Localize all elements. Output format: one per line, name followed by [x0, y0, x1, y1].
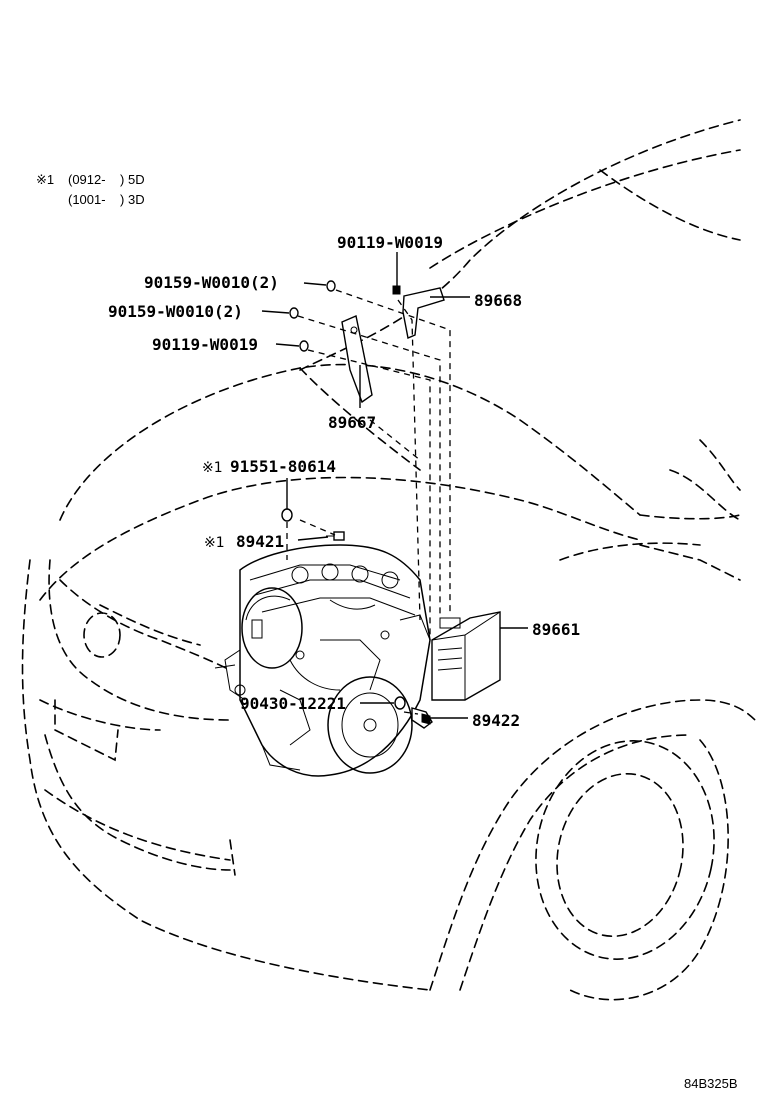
label-90159-b[interactable]: 90159-W0010(2): [108, 302, 243, 321]
bolt-90430[interactable]: [394, 696, 406, 710]
sensor-89421[interactable]: [326, 531, 345, 541]
label-89668[interactable]: 89668: [474, 291, 522, 310]
label-90430[interactable]: 90430-12221: [240, 694, 346, 713]
label-90159-a[interactable]: 90159-W0010(2): [144, 273, 279, 292]
bolt-90119-left[interactable]: [299, 340, 309, 352]
bolt-91551[interactable]: [281, 508, 293, 522]
label-89421[interactable]: 89421: [236, 532, 284, 551]
label-89422[interactable]: 89422: [472, 711, 520, 730]
sensor-89422[interactable]: [411, 707, 433, 729]
installation-guide-lines: [286, 289, 451, 715]
note-line-1: (0912- ) 5D: [68, 172, 145, 187]
engine-assembly: [214, 544, 431, 777]
label-89421-mark: ※1: [204, 535, 225, 551]
bolt-90159-b[interactable]: [289, 307, 299, 319]
label-90119-left[interactable]: 90119-W0019: [152, 335, 258, 354]
engine-control-computer-89661[interactable]: [431, 611, 501, 701]
vehicle-body-outline: [21, 119, 756, 1001]
bracket-89668[interactable]: [402, 287, 445, 339]
label-90119-top[interactable]: 90119-W0019: [337, 233, 443, 252]
bolt-90159-a[interactable]: [326, 280, 336, 292]
label-89667[interactable]: 89667: [328, 413, 376, 432]
diagram-code: 84B325B: [684, 1076, 738, 1091]
note-line-2: (1001- ) 3D: [68, 192, 145, 207]
note-mark: ※1: [36, 172, 55, 187]
bracket-89667[interactable]: [341, 315, 373, 404]
label-91551[interactable]: 91551-80614: [230, 457, 336, 476]
part-labels: 90119-W0019 90159-W0010(2) 90159-W0010(2…: [108, 233, 580, 730]
label-89661[interactable]: 89661: [532, 620, 580, 639]
callout-leaders: [261, 252, 528, 719]
label-91551-mark: ※1: [202, 460, 223, 476]
